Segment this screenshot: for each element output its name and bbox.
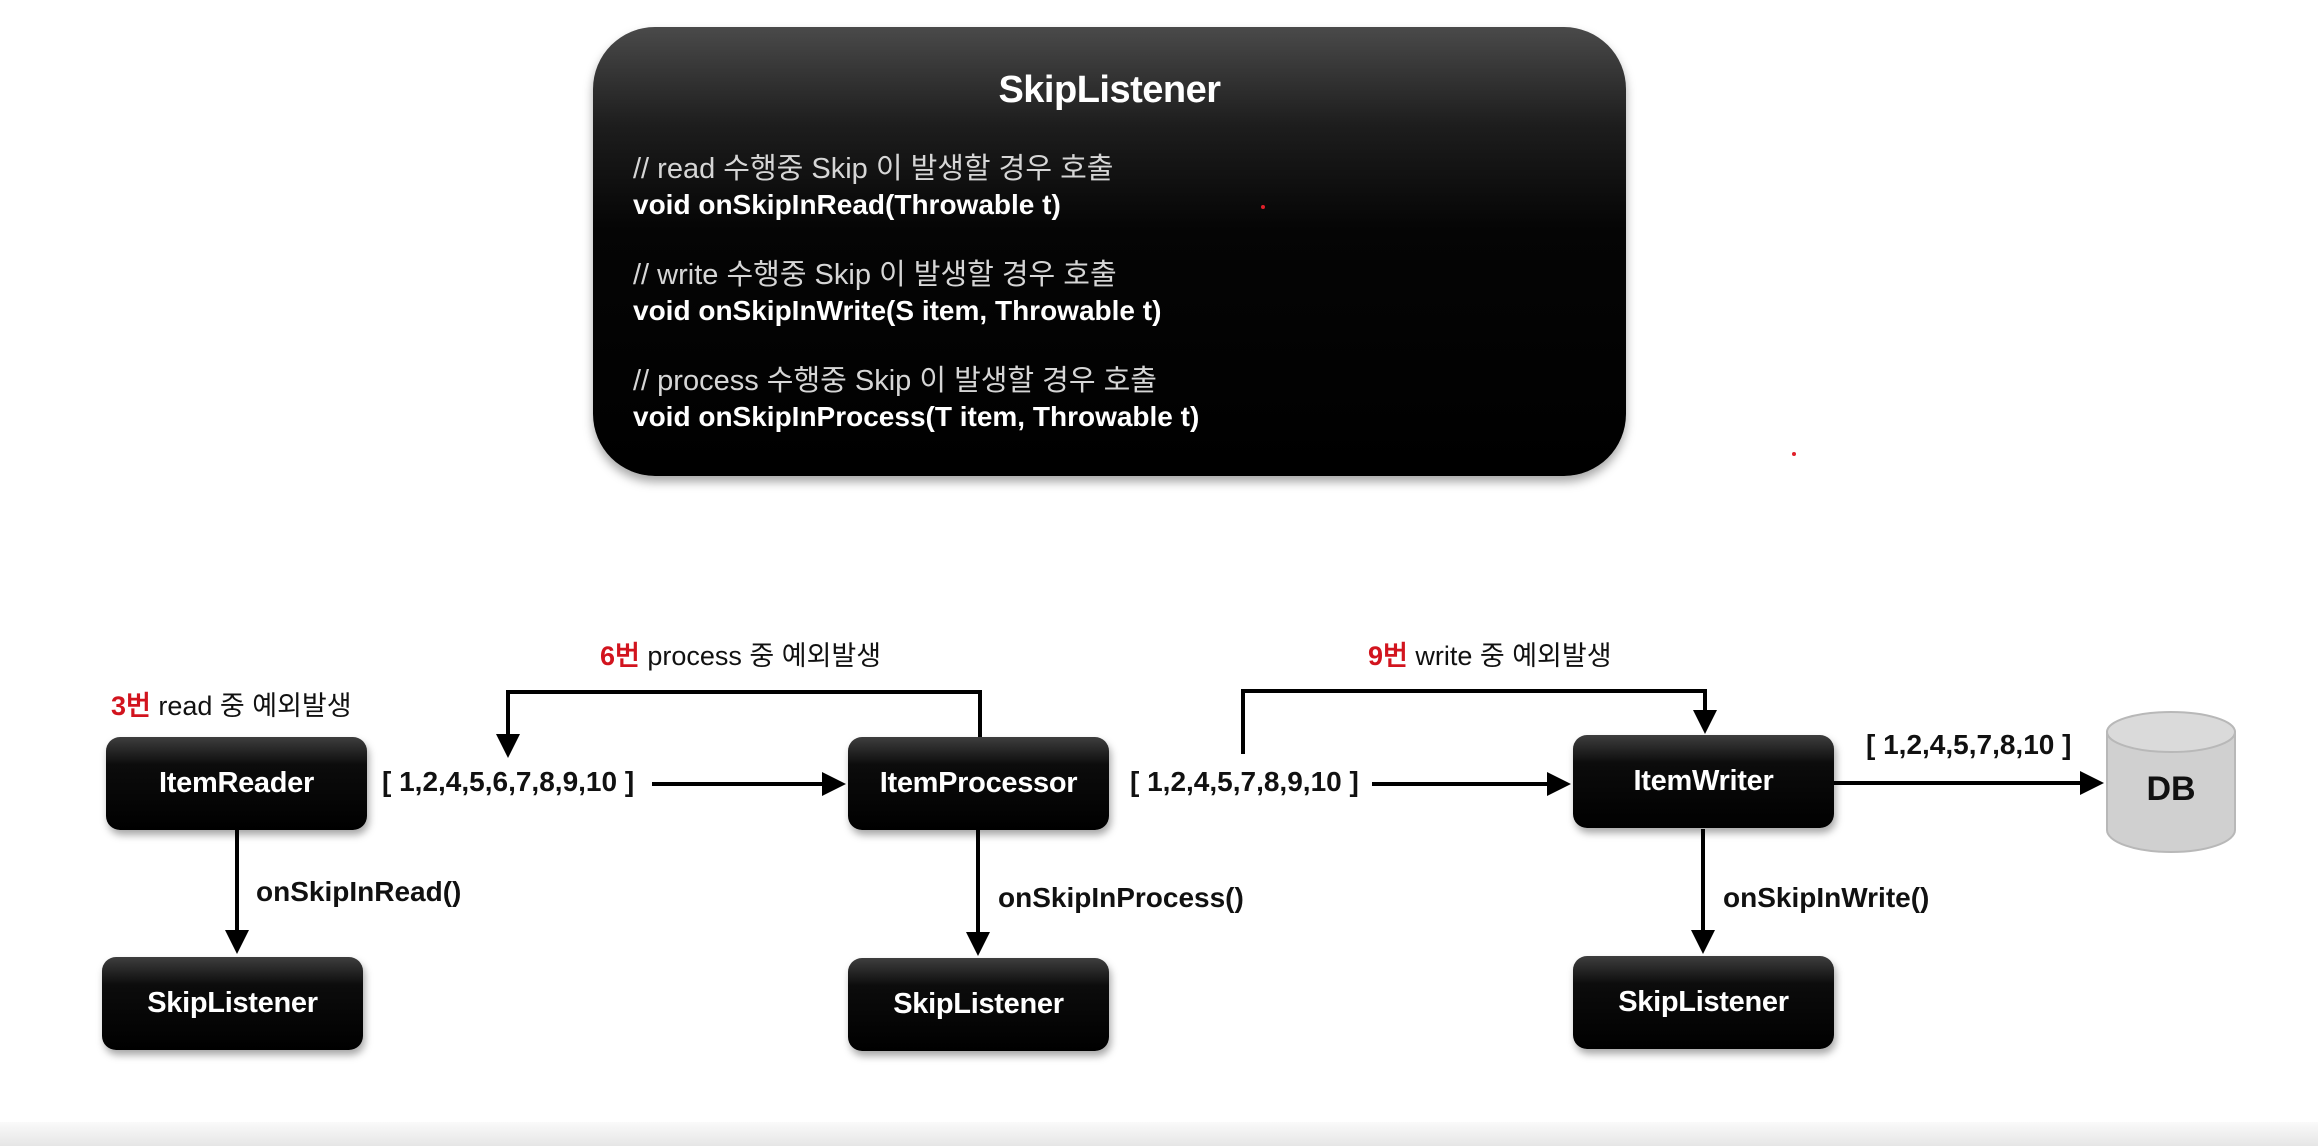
arrow-writer-retry-loop: [1241, 689, 1717, 754]
item-reader-box: ItemReader: [106, 737, 367, 830]
bottom-strip: [0, 1122, 2318, 1146]
error-item-number: 6번: [600, 641, 640, 671]
api-comment: // process 수행중 Skip 이 발생할 경우 호출: [633, 365, 1157, 397]
api-comment: // write 수행중 Skip 이 발생할 경우 호출: [633, 259, 1117, 291]
processor-skip-listener-box: SkipListener: [848, 958, 1109, 1051]
laser-pointer-dot: [1261, 205, 1265, 209]
api-signature: void onSkipInWrite(S item, Throwable t): [633, 295, 1162, 326]
panel-title: SkipListener: [998, 69, 1221, 111]
api-method-write: // write 수행중 Skip 이 발생할 경우 호출 void onSki…: [633, 257, 1161, 329]
reader-error-label: 3번 read 중 예외발생: [111, 684, 352, 723]
reader-output-items: [ 1,2,4,5,6,7,8,9,10 ]: [382, 766, 635, 797]
writer-skip-listener-box: SkipListener: [1573, 956, 1834, 1049]
arrow-processor-retry-loop: [496, 690, 982, 758]
on-skip-in-write-label: onSkipInWrite(): [1723, 882, 1930, 913]
api-method-read: // read 수행중 Skip 이 발생할 경우 호출 void onSkip…: [633, 151, 1113, 223]
writer-error-label: 9번 write 중 예외발생: [1368, 634, 1612, 673]
writer-output-items: [ 1,2,4,5,7,8,10 ]: [1866, 729, 2072, 760]
error-text: write 중 예외발생: [1407, 641, 1612, 671]
api-method-process: // process 수행중 Skip 이 발생할 경우 호출 void onS…: [633, 363, 1199, 435]
db-label: DB: [2146, 770, 2196, 808]
error-text: process 중 예외발생: [639, 641, 882, 671]
database-icon: [2106, 711, 2236, 853]
laser-pointer-dot: [1792, 452, 1796, 456]
processor-error-label: 6번 process 중 예외발생: [600, 634, 881, 673]
api-comment: // read 수행중 Skip 이 발생할 경우 호출: [633, 153, 1114, 185]
skip-listener-api-panel: SkipListener // read 수행중 Skip 이 발생할 경우 호…: [593, 27, 1626, 476]
on-skip-in-read-label: onSkipInRead(): [256, 876, 462, 907]
error-text: read 중 예외발생: [150, 691, 352, 721]
processor-output-items: [ 1,2,4,5,7,8,9,10 ]: [1130, 766, 1359, 797]
item-processor-box: ItemProcessor: [848, 737, 1109, 830]
item-writer-box: ItemWriter: [1573, 735, 1834, 828]
reader-skip-listener-box: SkipListener: [102, 957, 363, 1050]
api-signature: void onSkipInProcess(T item, Throwable t…: [633, 401, 1200, 432]
error-item-number: 3번: [111, 691, 151, 721]
on-skip-in-process-label: onSkipInProcess(): [998, 882, 1244, 913]
error-item-number: 9번: [1368, 641, 1408, 671]
api-signature: void onSkipInRead(Throwable t): [633, 189, 1061, 220]
